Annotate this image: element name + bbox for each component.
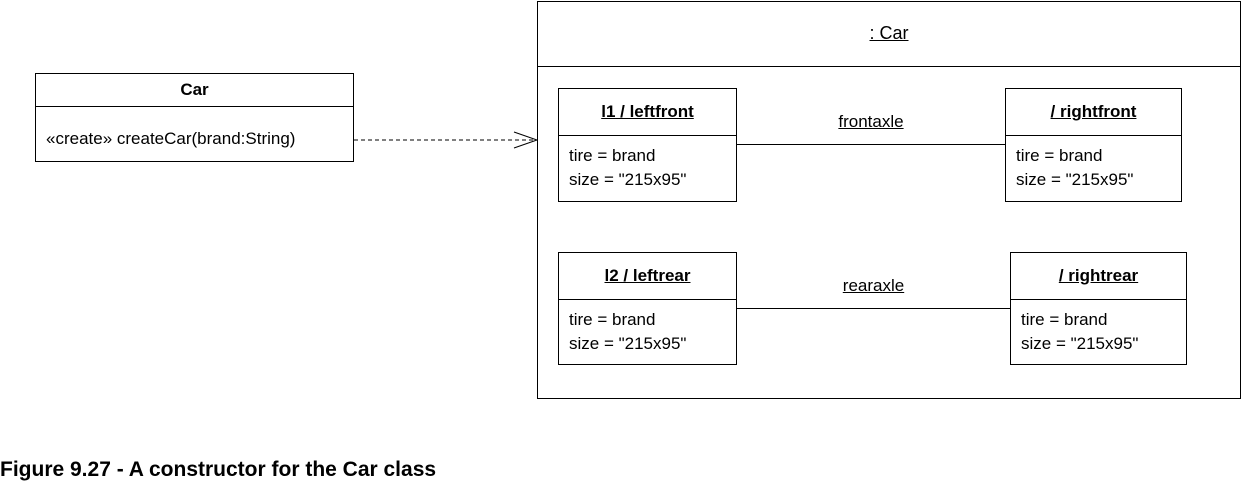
part-rightfront-divider <box>1006 135 1181 136</box>
connector-frontaxle-line <box>737 144 1005 145</box>
part-rightfront-name: / rightfront <box>1050 102 1137 121</box>
instance-frame-divider <box>538 66 1240 67</box>
part-leftrear-divider <box>559 299 736 300</box>
part-leftrear-name: l2 / leftrear <box>604 266 691 285</box>
class-car-operation: «create» createCar(brand:String) <box>46 129 296 148</box>
part-rightrear: / rightrear tire = brand size = "215x95" <box>1010 252 1187 365</box>
part-rightfront: / rightfront tire = brand size = "215x95… <box>1005 88 1182 202</box>
part-leftfront-size: size = "215x95" <box>569 170 687 189</box>
part-leftrear-size: size = "215x95" <box>569 334 687 353</box>
class-car-name: Car <box>180 80 209 99</box>
part-leftfront-tire: tire = brand <box>569 146 656 165</box>
part-rightfront-size: size = "215x95" <box>1016 170 1134 189</box>
part-leftfront-name: l1 / leftfront <box>601 102 694 121</box>
part-leftfront-divider <box>559 135 736 136</box>
part-leftrear: l2 / leftrear tire = brand size = "215x9… <box>558 252 737 365</box>
instance-frame-title: : Car <box>869 23 909 43</box>
connector-rearaxle-line <box>737 308 1010 309</box>
part-rightrear-size: size = "215x95" <box>1021 334 1139 353</box>
part-rightfront-tire: tire = brand <box>1016 146 1103 165</box>
create-dependency-arrow <box>354 131 539 149</box>
class-car-divider <box>36 106 353 107</box>
part-rightrear-name: / rightrear <box>1058 266 1139 285</box>
connector-rearaxle-label: rearaxle <box>842 276 905 295</box>
part-rightrear-tire: tire = brand <box>1021 310 1108 329</box>
part-leftfront: l1 / leftfront tire = brand size = "215x… <box>558 88 737 202</box>
part-leftrear-tire: tire = brand <box>569 310 656 329</box>
connector-frontaxle-label: frontaxle <box>838 112 904 131</box>
part-rightrear-divider <box>1011 299 1186 300</box>
class-car: Car «create» createCar(brand:String) <box>35 73 354 162</box>
figure-caption: Figure 9.27 - A constructor for the Car … <box>0 458 437 481</box>
